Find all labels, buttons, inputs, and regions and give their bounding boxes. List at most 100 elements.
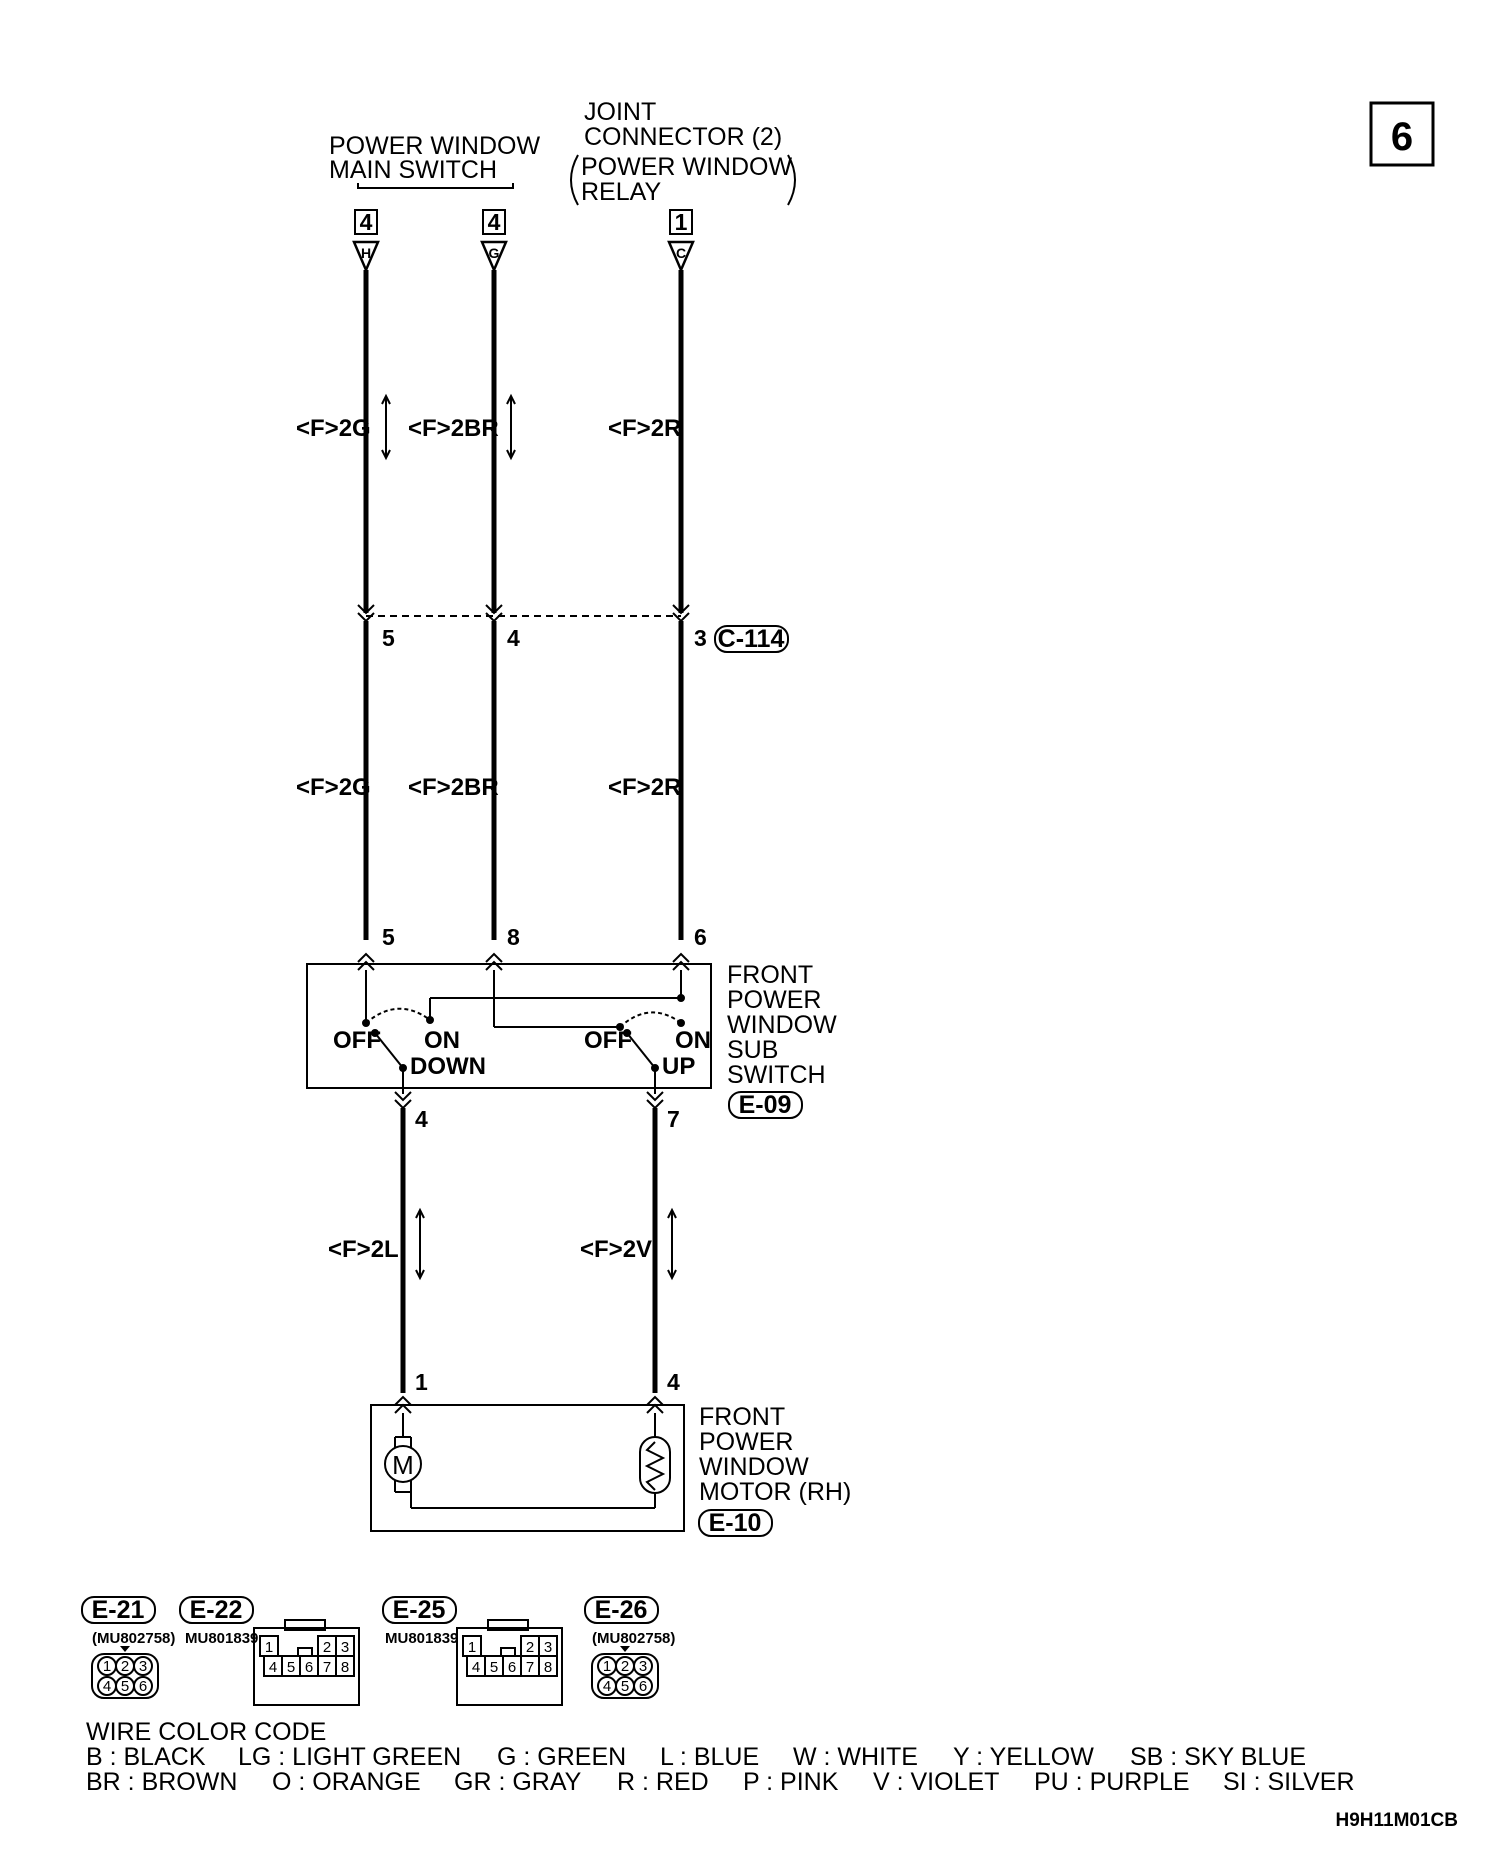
pin-number: 3 bbox=[694, 625, 707, 651]
svg-text:SI : SILVER: SI : SILVER bbox=[1223, 1768, 1355, 1796]
switch-off-label: OFF bbox=[584, 1027, 632, 1054]
wire-color-label: <F>2R bbox=[608, 774, 681, 801]
double-arrow-icon bbox=[506, 393, 516, 461]
connector-code-badge: E-10 bbox=[698, 1509, 773, 1537]
connector-c114-chevrons bbox=[357, 604, 690, 623]
sub-switch-box bbox=[306, 963, 712, 1089]
double-arrow-icon bbox=[415, 1207, 425, 1281]
svg-text:4: 4 bbox=[488, 209, 501, 235]
svg-text:8: 8 bbox=[341, 1659, 349, 1676]
page-number-box bbox=[1369, 101, 1435, 167]
svg-text:C-114: C-114 bbox=[718, 625, 785, 653]
svg-text:8: 8 bbox=[544, 1659, 552, 1676]
connector-e25: E-25 MU801839 1 2 3 4 5 6 7 8 bbox=[382, 1596, 563, 1706]
svg-text:JOINT: JOINT bbox=[584, 98, 656, 126]
wire-color-label: <F>2L bbox=[328, 1236, 399, 1263]
svg-text:WINDOW: WINDOW bbox=[699, 1453, 809, 1481]
diagram-id: H9H11M01CB bbox=[1336, 1810, 1459, 1831]
motor-internal-wiring bbox=[394, 1413, 671, 1509]
connector-e26: E-26 (MU802758) 1 2 3 4 5 6 bbox=[584, 1596, 675, 1699]
switch-position-label: DOWN bbox=[410, 1053, 486, 1080]
wire-color-label: <F>2R bbox=[608, 415, 681, 442]
double-arrow-icon bbox=[381, 393, 391, 461]
motor-label: FRONT POWER WINDOW MOTOR (RH) bbox=[699, 1403, 851, 1506]
joint-connector-label: JOINT CONNECTOR (2) POWER WINDOW RELAY bbox=[570, 98, 796, 206]
svg-text:1: 1 bbox=[603, 1658, 611, 1675]
page-number: 6 bbox=[1391, 115, 1413, 159]
svg-text:5: 5 bbox=[287, 1659, 295, 1676]
terminal-main-switch-g: 4 G bbox=[480, 209, 508, 274]
wire-color-label: <F>2V bbox=[580, 1236, 652, 1263]
connector-code-badge: E-09 bbox=[728, 1091, 803, 1119]
svg-text:MAIN SWITCH: MAIN SWITCH bbox=[329, 156, 497, 184]
svg-text:FRONT: FRONT bbox=[727, 961, 813, 989]
svg-text:WIRE COLOR CODE: WIRE COLOR CODE bbox=[86, 1718, 326, 1746]
svg-text:E-21: E-21 bbox=[92, 1596, 145, 1624]
svg-text:4: 4 bbox=[269, 1659, 277, 1676]
pin-number: 4 bbox=[667, 1369, 680, 1395]
svg-text:L : BLUE: L : BLUE bbox=[660, 1743, 759, 1771]
svg-text:E-25: E-25 bbox=[393, 1596, 446, 1624]
svg-text:POWER WINDOW: POWER WINDOW bbox=[329, 132, 540, 160]
svg-text:2: 2 bbox=[526, 1639, 534, 1656]
svg-text:5: 5 bbox=[621, 1678, 629, 1695]
pin-number: 6 bbox=[694, 924, 707, 950]
sub-switch-input-chevrons bbox=[357, 952, 690, 971]
svg-text:(MU802758): (MU802758) bbox=[592, 1630, 675, 1647]
pin-number: 7 bbox=[667, 1106, 680, 1132]
pin-number: 4 bbox=[507, 625, 520, 651]
svg-text:2: 2 bbox=[323, 1639, 331, 1656]
svg-text:FRONT: FRONT bbox=[699, 1403, 785, 1431]
svg-text:WINDOW: WINDOW bbox=[727, 1011, 837, 1039]
motor-icon: M bbox=[384, 1445, 422, 1483]
svg-text:3: 3 bbox=[639, 1658, 647, 1675]
pin-number: 4 bbox=[415, 1106, 428, 1132]
svg-text:RELAY: RELAY bbox=[581, 178, 661, 206]
pin-number: 5 bbox=[382, 625, 395, 651]
sub-switch-internal-wiring bbox=[362, 970, 685, 1094]
svg-text:R : RED: R : RED bbox=[617, 1768, 709, 1796]
svg-text:E-10: E-10 bbox=[709, 1509, 762, 1537]
connector-code-badge: C-114 bbox=[714, 625, 789, 653]
svg-text:POWER WINDOW: POWER WINDOW bbox=[581, 153, 792, 181]
wire-color-label: <F>2G bbox=[296, 415, 371, 442]
sub-switch-label: FRONT POWER WINDOW SUB SWITCH bbox=[727, 961, 837, 1089]
terminal-main-switch-h: 4 H bbox=[352, 209, 380, 274]
wire-color-label: <F>2BR bbox=[408, 774, 499, 801]
double-arrow-icon bbox=[667, 1207, 677, 1281]
svg-text:3: 3 bbox=[139, 1658, 147, 1675]
pin-number: 5 bbox=[382, 924, 395, 950]
svg-text:6: 6 bbox=[639, 1678, 647, 1695]
svg-text:SUB: SUB bbox=[727, 1036, 778, 1064]
svg-text:7: 7 bbox=[526, 1659, 534, 1676]
svg-text:1: 1 bbox=[468, 1639, 476, 1656]
connector-e21: E-21 (MU802758) 1 2 3 4 5 6 bbox=[81, 1596, 175, 1699]
svg-text:5: 5 bbox=[490, 1659, 498, 1676]
svg-text:BR : BROWN: BR : BROWN bbox=[86, 1768, 237, 1796]
svg-text:(MU802758): (MU802758) bbox=[92, 1630, 175, 1647]
motor-box bbox=[370, 1404, 685, 1532]
svg-text:LG : LIGHT GREEN: LG : LIGHT GREEN bbox=[238, 1743, 461, 1771]
terminal-joint-connector-c: 1 C bbox=[667, 209, 695, 274]
svg-text:3: 3 bbox=[341, 1639, 349, 1656]
switch-on-label: ON bbox=[424, 1027, 460, 1054]
svg-text:4: 4 bbox=[360, 209, 373, 235]
wire-color-label: <F>2G bbox=[296, 774, 371, 801]
svg-text:SWITCH: SWITCH bbox=[727, 1061, 826, 1089]
wire-color-label: <F>2BR bbox=[408, 415, 499, 442]
switch-on-label: ON bbox=[675, 1027, 711, 1054]
svg-text:POWER: POWER bbox=[727, 986, 821, 1014]
svg-text:2: 2 bbox=[621, 1658, 629, 1675]
svg-text:P : PINK: P : PINK bbox=[743, 1768, 839, 1796]
svg-text:5: 5 bbox=[121, 1678, 129, 1695]
svg-text:POWER: POWER bbox=[699, 1428, 793, 1456]
svg-text:MOTOR (RH): MOTOR (RH) bbox=[699, 1478, 851, 1506]
svg-text:E-22: E-22 bbox=[190, 1596, 243, 1624]
svg-text:H: H bbox=[361, 245, 371, 261]
svg-text:1: 1 bbox=[265, 1639, 273, 1656]
svg-text:V : VIOLET: V : VIOLET bbox=[873, 1768, 999, 1796]
switch-position-label: UP bbox=[662, 1053, 695, 1080]
svg-text:E-09: E-09 bbox=[739, 1091, 792, 1119]
svg-text:G : GREEN: G : GREEN bbox=[497, 1743, 626, 1771]
svg-text:Y : YELLOW: Y : YELLOW bbox=[953, 1743, 1094, 1771]
